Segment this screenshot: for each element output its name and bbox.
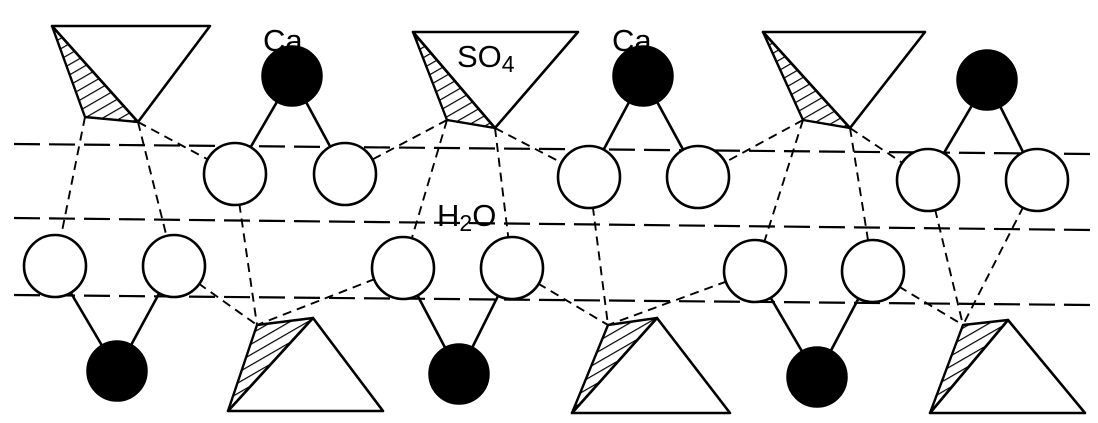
- water-molecule: [141, 233, 207, 299]
- water-molecule: [895, 147, 961, 213]
- calcium-water-bonds: [53, 75, 1039, 378]
- water-molecule: [1004, 147, 1070, 213]
- water-molecule: [556, 144, 622, 210]
- water-molecule: [722, 238, 788, 304]
- calcium-atom: [428, 343, 490, 405]
- sulfate-tetrahedron: [411, 30, 580, 130]
- water-molecule: [202, 141, 268, 207]
- layer-dashed-line: [13, 293, 1091, 307]
- hydrogen-bond: [607, 270, 756, 326]
- sulfate-tetrahedron: [226, 316, 385, 413]
- sulfate-tetrahedron: [50, 24, 212, 124]
- hydrogen-bond: [962, 179, 1038, 326]
- water-molecule: [665, 144, 731, 210]
- layer-dashed-line: [13, 142, 1091, 156]
- sulfate-label: SO4: [457, 39, 515, 77]
- hydrogen-bond: [588, 176, 609, 326]
- hydrogen-bond: [234, 173, 258, 326]
- hydrogen-bond: [494, 127, 513, 269]
- calcium-atom: [612, 45, 674, 107]
- calcium-atom: [86, 340, 148, 402]
- hydrogen-bond: [697, 119, 804, 178]
- water-molecule: [479, 235, 545, 301]
- hydrogen-bond: [256, 267, 404, 326]
- hydrogen-bond: [494, 127, 590, 178]
- hydrogen-bond: [927, 179, 964, 326]
- hydrogen-bond: [754, 119, 804, 272]
- sulfate-tetrahedron: [761, 30, 927, 130]
- sulfate-tetrahedron: [570, 316, 732, 415]
- water-label: H2O: [437, 198, 497, 236]
- dashed-layer-lines: [13, 142, 1091, 307]
- water-molecule: [22, 233, 88, 299]
- atoms-and-tetrahedra: [22, 24, 1087, 415]
- water-molecule: [312, 141, 378, 207]
- sulfate-tetrahedron: [928, 318, 1087, 415]
- calcium-label-right: Ca: [612, 23, 652, 58]
- calcium-atom: [261, 45, 323, 107]
- water-molecule: [840, 238, 906, 304]
- calcium-atom: [786, 346, 848, 408]
- calcium-atom: [956, 49, 1018, 111]
- layer-dashed-line: [13, 216, 1091, 232]
- calcium-label-left: Ca: [263, 23, 303, 58]
- water-molecule: [370, 235, 436, 301]
